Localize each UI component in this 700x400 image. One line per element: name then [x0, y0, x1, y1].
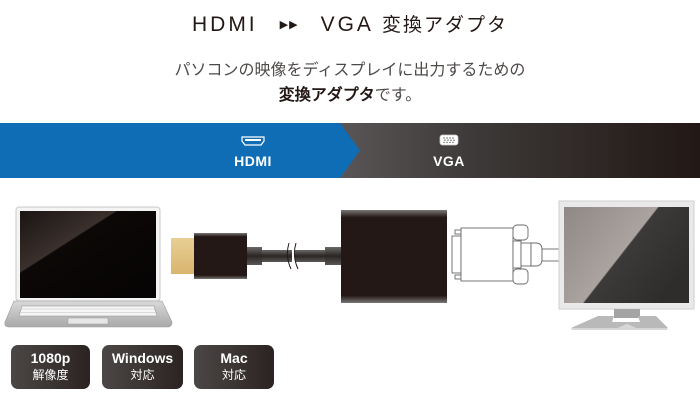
page-title: HDMI ▶▶ VGA 変換アダプタ — [0, 10, 700, 37]
banner-input-label: HDMI — [234, 153, 272, 169]
banner-output-label: VGA — [433, 153, 465, 169]
banner-input-section — [0, 123, 360, 178]
subtitle-emphasis: 変換アダプタ — [278, 85, 375, 104]
title-suffix: 変換アダプタ — [381, 14, 508, 36]
subtitle: パソコンの映像をディスプレイに出力するための 変換アダプタです。 — [0, 57, 700, 107]
double-arrow-icon: ▶▶ — [279, 18, 299, 31]
badge-resolution: 1080p 解像度 — [11, 345, 90, 389]
banner-input: HDMI — [228, 133, 278, 169]
badge-line1: 1080p — [30, 350, 71, 366]
laptop-illustration — [4, 206, 173, 328]
vga-connector-illustration — [451, 224, 563, 285]
badge-windows: Windows 対応 — [102, 345, 183, 389]
subtitle-line-1: パソコンの映像をディスプレイに出力するための — [174, 60, 526, 79]
subtitle-line-2: 変換アダプタです。 — [0, 82, 700, 107]
badge-line1: Mac — [220, 350, 248, 366]
hdmi-port-icon — [241, 136, 265, 146]
monitor-illustration — [558, 200, 695, 330]
title-to: VGA — [320, 13, 374, 36]
hdmi-cable-illustration — [171, 233, 342, 279]
vga-port-icon — [439, 134, 459, 146]
badge-line2: 対応 — [130, 368, 155, 382]
badge-line2: 解像度 — [32, 368, 69, 382]
banner-output: VGA — [426, 133, 472, 169]
adapter-illustration — [341, 210, 447, 303]
conversion-banner: HDMI VGA — [0, 123, 700, 178]
badge-line2: 対応 — [221, 368, 246, 382]
badge-mac: Mac 対応 — [194, 345, 274, 389]
badge-line1: Windows — [111, 350, 174, 366]
subtitle-rest: です。 — [374, 85, 422, 104]
connection-illustration — [4, 200, 695, 330]
title-from: HDMI — [191, 13, 258, 36]
